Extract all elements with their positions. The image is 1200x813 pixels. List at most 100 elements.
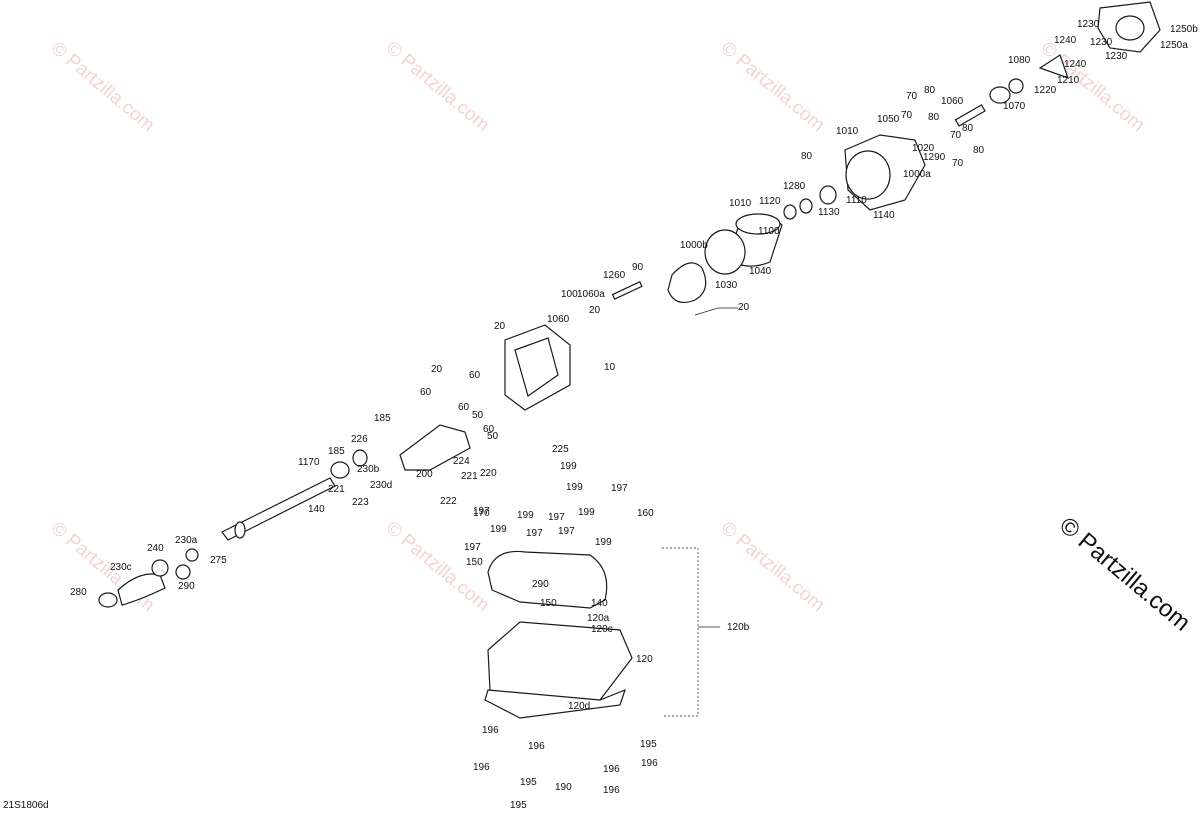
callout-275: 275 — [210, 555, 227, 566]
callout-1040: 1040 — [749, 266, 772, 277]
callout-197: 197 — [473, 506, 490, 517]
callout-197: 197 — [548, 512, 565, 523]
callout-70: 70 — [901, 110, 913, 121]
callout-220: 220 — [480, 468, 497, 479]
callout-190: 190 — [555, 782, 572, 793]
callout-221: 221 — [328, 484, 345, 495]
callout-120c: 120c — [591, 624, 613, 635]
callout-150: 150 — [540, 598, 557, 609]
gasket-120a — [487, 550, 608, 609]
callout-1230: 1230 — [1105, 51, 1128, 62]
callout-240: 240 — [147, 543, 164, 554]
callout-1010: 1010 — [729, 198, 752, 209]
callout-1080: 1080 — [1008, 55, 1031, 66]
callout-290: 290 — [178, 581, 195, 592]
pump-housing-ring — [845, 150, 891, 200]
callout-230b: 230b — [357, 464, 380, 475]
ring-1140 — [783, 204, 797, 220]
callout-120b: 120b — [727, 622, 750, 633]
watermark-1: © Partzilla.com — [47, 38, 159, 136]
callout-1280: 1280 — [783, 181, 806, 192]
clamp-290 — [98, 592, 118, 608]
clamp-290b — [175, 564, 191, 580]
callout-197: 197 — [558, 526, 575, 537]
callout-197: 197 — [464, 542, 481, 553]
callout-1230: 1230 — [1077, 19, 1100, 30]
callout-100: 100 — [561, 289, 578, 300]
callout-197: 197 — [526, 528, 543, 539]
oring-1220 — [1008, 78, 1024, 94]
callout-226: 226 — [351, 434, 368, 445]
callout-196: 196 — [641, 758, 658, 769]
callout-170: 170 — [473, 508, 490, 519]
callout-60: 60 — [458, 402, 470, 413]
callout-1000b: 1000b — [680, 240, 708, 251]
ring-240 — [185, 548, 199, 562]
cone-part — [1038, 54, 1069, 79]
callout-1110: 1110 — [846, 195, 867, 206]
callout-80: 80 — [924, 85, 936, 96]
shaft-1040 — [611, 281, 643, 300]
callout-199: 199 — [595, 537, 612, 548]
callout-230c: 230c — [110, 562, 132, 573]
pump-support-inner — [514, 337, 559, 397]
callout-223: 223 — [352, 497, 369, 508]
callout-196: 196 — [473, 762, 490, 773]
impeller — [667, 262, 707, 303]
callout-60: 60 — [483, 424, 495, 435]
callout-221: 221 — [461, 471, 478, 482]
callout-120d: 120d — [568, 701, 590, 712]
callout-1020: 1020 — [912, 143, 935, 154]
bracket-120 — [662, 547, 699, 717]
brand-label: © Partzilla.com — [1054, 512, 1195, 637]
bellow-280 — [117, 573, 166, 606]
callout-80: 80 — [973, 145, 985, 156]
callout-199: 199 — [490, 524, 507, 535]
callout-50: 50 — [472, 410, 484, 421]
callout-70: 70 — [950, 130, 962, 141]
callout-197: 197 — [611, 483, 628, 494]
callout-1070: 1070 — [1003, 101, 1026, 112]
callout-196: 196 — [482, 725, 499, 736]
watermark-2: © Partzilla.com — [382, 38, 494, 136]
callout-80: 80 — [962, 123, 974, 134]
callout-195: 195 — [510, 800, 527, 811]
callout-80: 80 — [801, 151, 813, 162]
oring-1030 — [704, 229, 746, 275]
callout-60: 60 — [420, 387, 432, 398]
callout-60: 60 — [469, 370, 481, 381]
ring-1110 — [799, 198, 813, 214]
callout-196: 196 — [528, 741, 545, 752]
callout-196: 196 — [603, 785, 620, 796]
callout-20: 20 — [431, 364, 443, 375]
callout-1260: 1260 — [603, 270, 626, 281]
wear-ring-top — [735, 213, 781, 235]
callout-199: 199 — [578, 507, 595, 518]
callout-20: 20 — [589, 305, 601, 316]
callout-140: 140 — [308, 504, 325, 515]
callout-200: 200 — [416, 469, 433, 480]
callout-222: 222 — [440, 496, 457, 507]
callout-1250b: 1250b — [1170, 24, 1198, 35]
callout-1060: 1060 — [941, 96, 964, 107]
callout-20: 20 — [738, 302, 750, 313]
plate-200 — [399, 424, 471, 471]
callout-224: 224 — [453, 456, 470, 467]
ring-1100 — [819, 185, 837, 205]
callout-199: 199 — [560, 461, 577, 472]
callout-185: 185 — [374, 413, 391, 424]
callout-70: 70 — [952, 158, 964, 169]
callout-199: 199 — [566, 482, 583, 493]
callout-150: 150 — [466, 557, 483, 568]
callout-1050: 1050 — [877, 114, 900, 125]
shaft-1060 — [954, 104, 986, 127]
callout-1250a: 1250a — [1160, 40, 1188, 51]
callout-1060a: 1060a — [577, 289, 605, 300]
callout-1240: 1240 — [1064, 59, 1087, 70]
callout-199: 199 — [517, 510, 534, 521]
callout-1210: 1210 — [1057, 75, 1080, 86]
callout-120a: 120a — [587, 613, 610, 624]
callout-10: 10 — [604, 362, 616, 373]
